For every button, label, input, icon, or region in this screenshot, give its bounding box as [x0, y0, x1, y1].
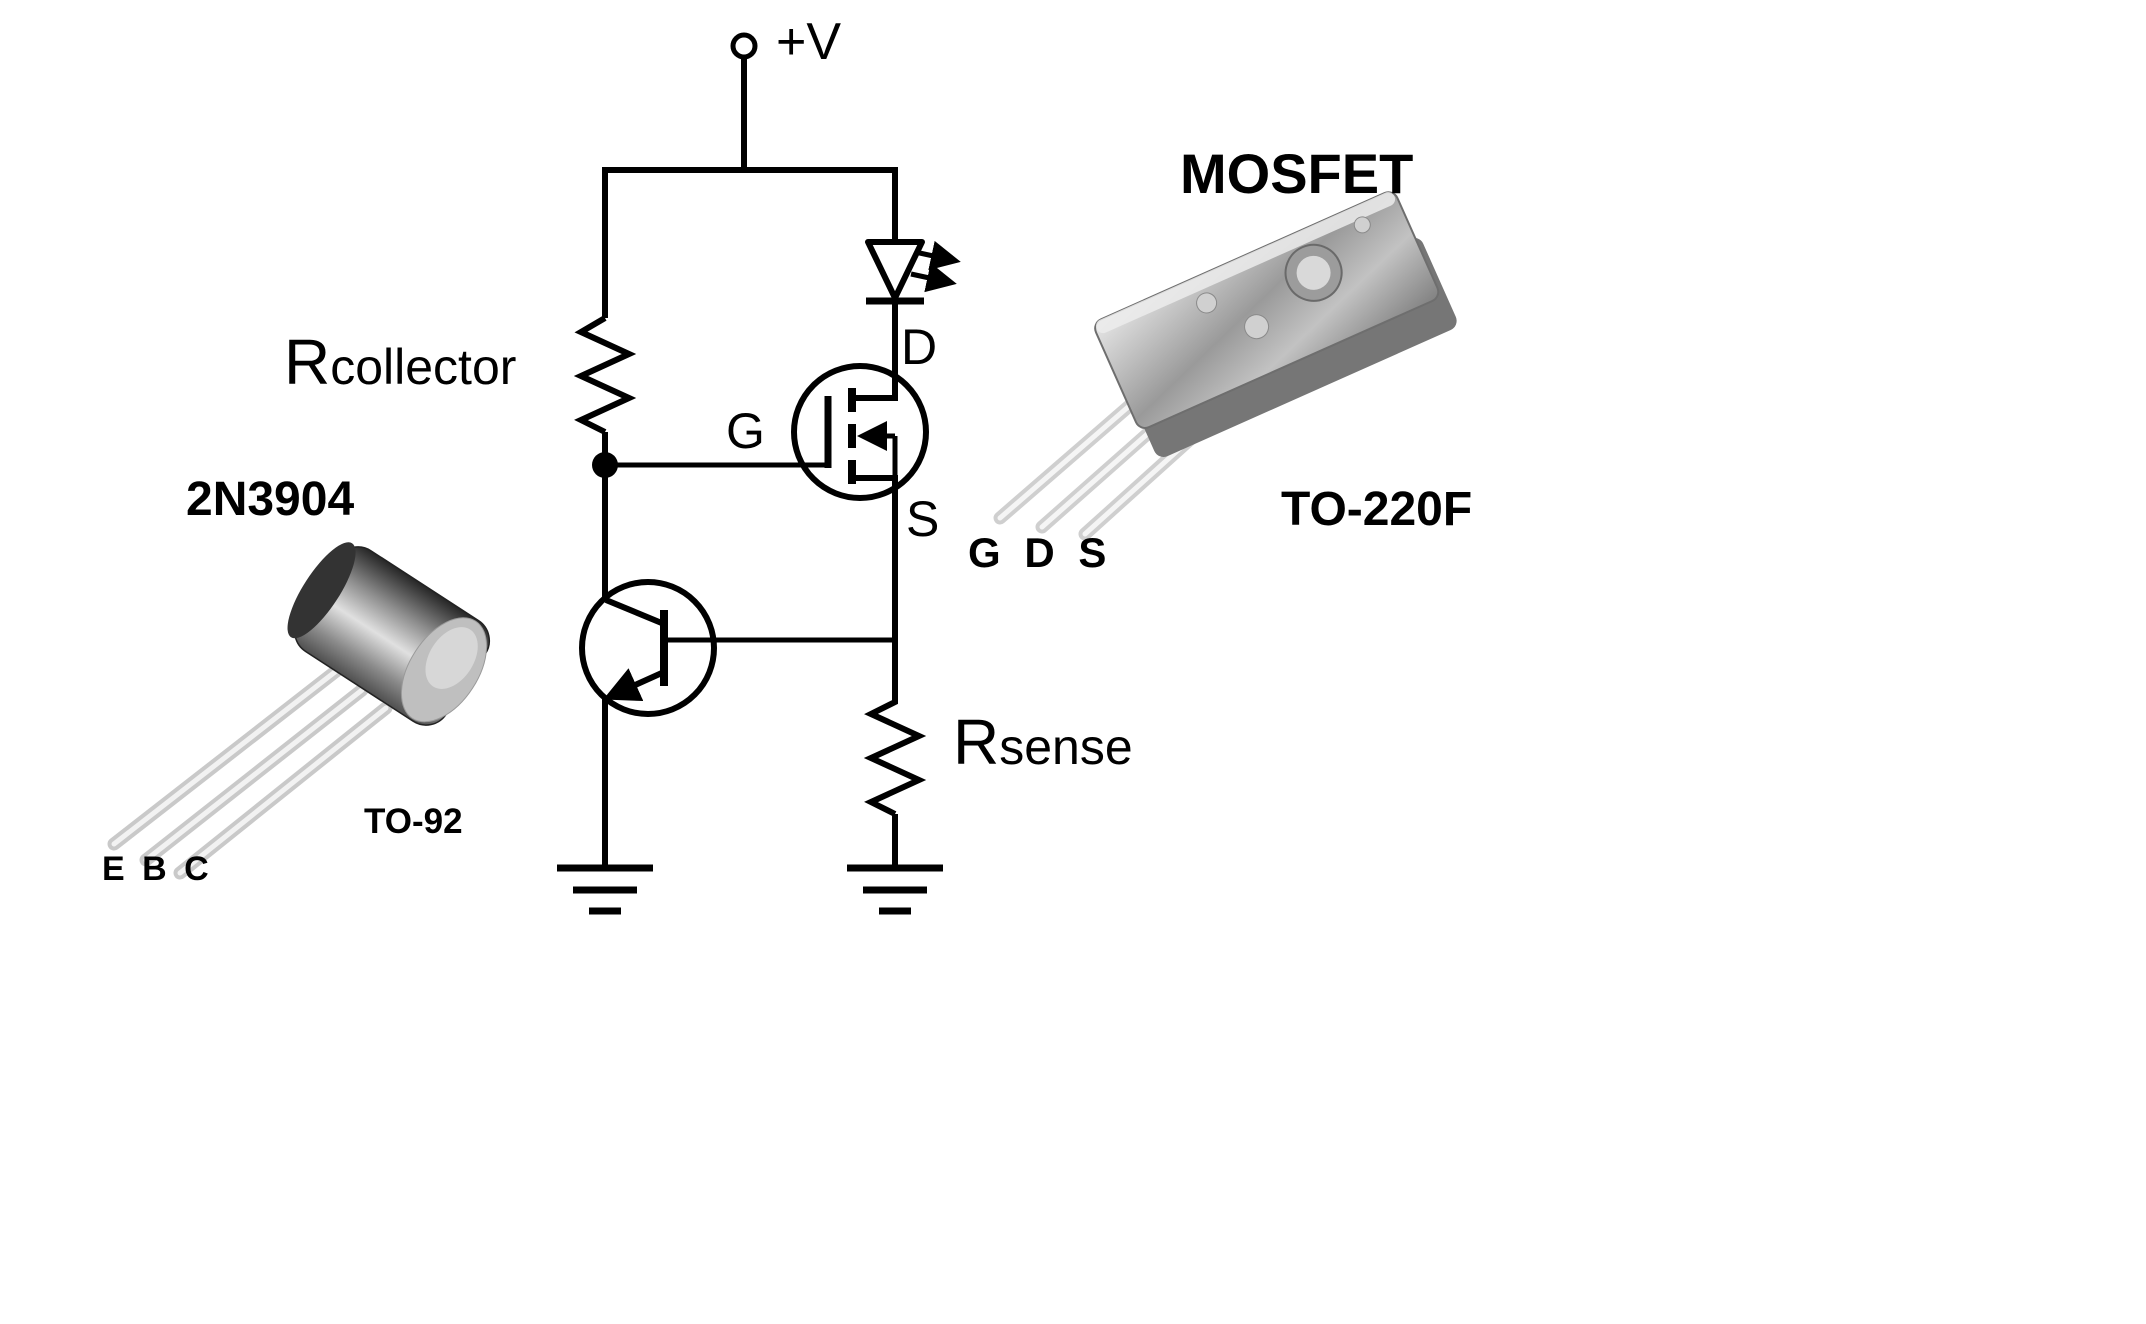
source-wire — [852, 475, 898, 640]
to220f-body — [1094, 191, 1457, 457]
bjt-part-label: 2N3904 — [186, 473, 355, 526]
mosfet-pinout-label: G D S — [968, 529, 1113, 576]
source-label: S — [906, 491, 940, 547]
gate-label: G — [726, 403, 765, 459]
drain-label: D — [901, 319, 938, 375]
supply-voltage-label: +V — [776, 13, 842, 71]
to220f-package-illustration — [993, 191, 1457, 541]
to92-package-illustration — [107, 542, 491, 880]
ground-symbol-right — [847, 864, 943, 915]
mosfet-symbol — [824, 388, 898, 484]
r-collector-prefix: R — [284, 326, 331, 398]
r-sense-symbol — [863, 638, 927, 817]
led-icon — [865, 239, 961, 305]
r-collector-label: Rcollector — [284, 330, 516, 394]
npn-transistor-symbol — [603, 597, 668, 702]
junction-dot — [592, 452, 618, 478]
mosfet-title-label: MOSFET — [1180, 142, 1414, 205]
to92-leads — [107, 661, 393, 880]
r-sense-suffix: sense — [999, 719, 1133, 775]
bjt-pinout-label: E B C — [102, 850, 213, 888]
to220f-package-label: TO-220F — [1281, 483, 1473, 536]
supply-terminal-icon — [730, 32, 758, 60]
ground-symbol-left — [557, 864, 653, 915]
r-collector-suffix: collector — [330, 339, 517, 395]
wires — [602, 57, 898, 868]
to92-body — [287, 542, 491, 726]
r-sense-label: Rsense — [953, 710, 1133, 774]
led-to-drain-wire — [852, 301, 898, 401]
r-sense-prefix: R — [953, 706, 1000, 778]
npn-transistor-symbol-body — [579, 579, 717, 717]
to92-package-label: TO-92 — [364, 802, 463, 841]
r-collector-symbol — [573, 315, 637, 435]
